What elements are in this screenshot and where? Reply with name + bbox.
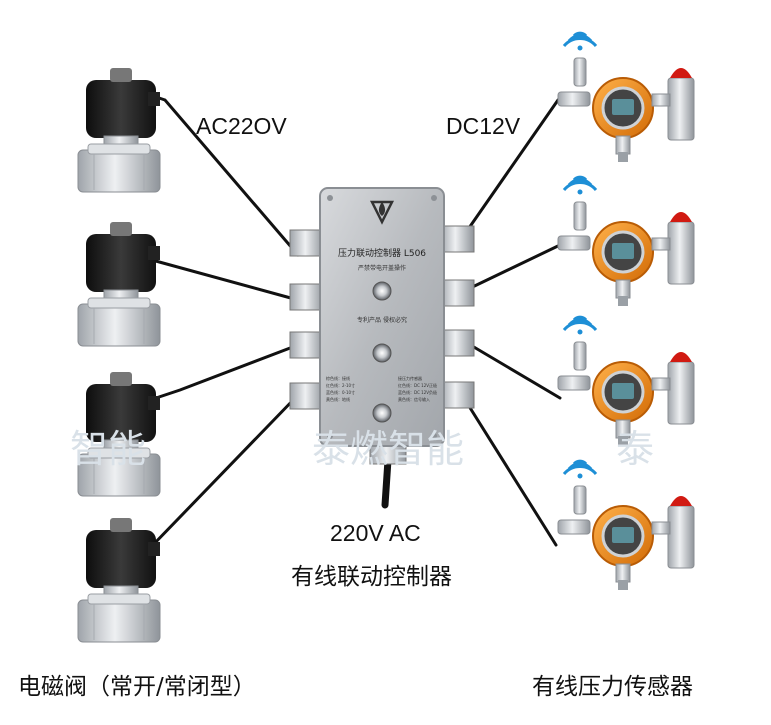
right-cable-glands [439,225,475,409]
watermark: 泰 [616,427,655,471]
pressure-sensor-icon [557,31,695,162]
voltage-left-label: AC22OV [196,113,287,139]
sensor-caption: 有线压力传感器 [532,674,693,700]
cable-valve-4 [148,393,300,550]
pressure-sensor-icon [557,459,695,590]
cable-sensor-3 [460,338,562,400]
cable-sensor-2 [460,243,562,294]
right-wiring-row: 红色线：DC 12V正极 [398,382,437,388]
right-wiring-row: 黄色线：信号输入 [398,396,430,402]
controller-subtitle: 严禁带电开盖操作 [358,264,406,272]
cable-sensor-4 [460,393,558,547]
right-wiring-row: 蓝色线：DC 12V负极 [398,389,437,395]
right-wiring-row: 接压力传感器 [398,375,422,381]
solenoid-valves [77,68,161,643]
controller-name-label: 有线联动控制器 [291,564,452,590]
flame-logo-icon [369,200,395,225]
power-input-label: 220V AC [330,520,421,546]
left-cable-glands [289,229,325,410]
controller-title: 压力联动控制器 L506 [338,247,426,259]
solenoid-valve-icon [77,372,161,497]
solenoid-valve-icon [77,518,161,643]
controller-box: 压力联动控制器 L506 严禁带电开盖操作 专利产品 侵权必究 棕色线：接线 红… [289,187,475,465]
solenoid-valve-icon [77,222,161,347]
solenoid-valve-icon [77,68,161,193]
cable-valve-2 [150,258,300,302]
watermark: 智能 [70,427,147,471]
valve-caption: 电磁阀（常开/常闭型） [18,674,256,700]
left-wiring-row: 黄色线：地线 [326,396,350,402]
cable-sensor-1 [460,98,560,240]
pressure-sensors [557,31,695,590]
controller-enclosure [319,187,445,447]
indicator-light-icon [372,281,392,301]
wifi-icon [562,175,598,195]
cable-valve-3 [148,343,300,402]
left-wiring-row: 蓝色线：0-10寸 [326,389,355,395]
voltage-right-label: DC12V [446,113,521,139]
wifi-icon [562,315,598,335]
indicator-light-icon [372,343,392,363]
pressure-sensor-icon [557,315,695,446]
wifi-icon [562,31,598,51]
indicator-light-icon [372,403,392,423]
pressure-sensor-icon [557,175,695,306]
controller-patent: 专利产品 侵权必究 [357,316,407,324]
left-wiring-row: 红色线：2-10寸 [326,382,355,388]
left-wiring-row: 棕色线：接线 [326,375,350,381]
watermark: 泰燃智能 [312,427,465,471]
power-cable [381,456,392,509]
wifi-icon [562,459,598,479]
